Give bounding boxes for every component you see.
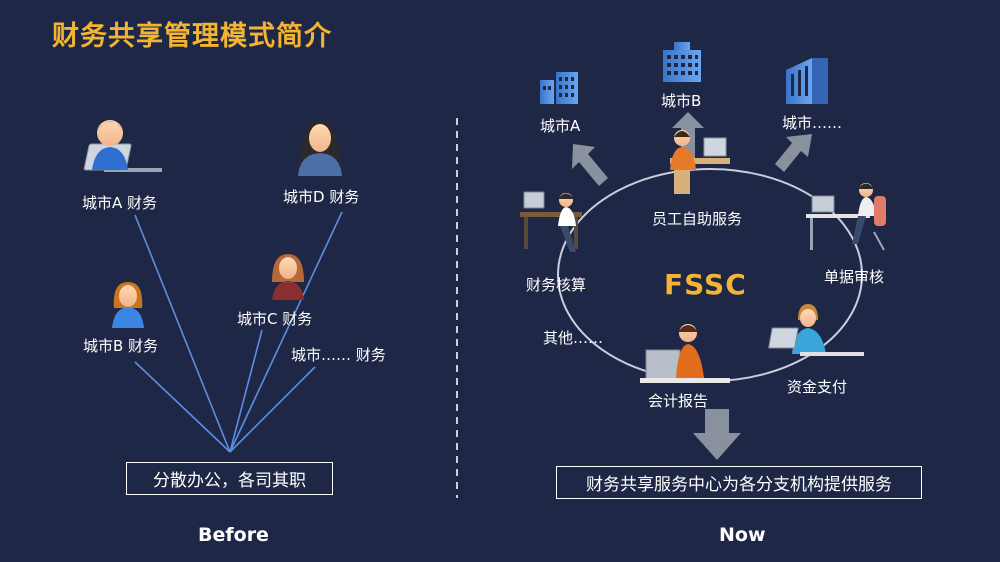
now-city-etc-label: 城市…… <box>782 114 843 132</box>
line-city-c <box>229 329 263 453</box>
down-arrow <box>693 409 741 460</box>
before-node-city-a: 城市A 财务 <box>82 194 158 212</box>
building-icon-city-etc <box>786 58 828 104</box>
person-icon-review <box>806 183 886 251</box>
before-node-city-d: 城市D 财务 <box>283 188 360 206</box>
person-icon-city-b <box>112 282 144 328</box>
person-icon-self-service <box>670 130 730 194</box>
line-city-b <box>134 361 231 453</box>
person-icon-city-c <box>272 254 304 300</box>
person-icon-accounting <box>520 191 582 252</box>
fssc-center-label: FSSC <box>664 268 747 301</box>
building-icon-city-a <box>540 72 578 104</box>
ring-item-payment: 资金支付 <box>787 378 848 396</box>
now-city-a-label: 城市A <box>540 117 581 135</box>
person-icon-city-d <box>298 120 342 176</box>
before-node-city-b: 城市B 财务 <box>83 337 159 355</box>
arrow-to-city-a <box>572 144 608 186</box>
ring-item-accounting: 财务核算 <box>526 276 587 294</box>
now-summary-box: 财务共享服务中心为各分支机构提供服务 <box>556 466 922 499</box>
ring-item-self-service: 员工自助服务 <box>652 210 743 228</box>
page-title: 财务共享管理模式简介 <box>52 21 332 52</box>
ring-item-other: 其他…… <box>543 329 604 347</box>
before-summary-box: 分散办公，各司其职 <box>126 462 333 495</box>
before-connection-lines <box>134 211 343 453</box>
ring-item-report: 会计报告 <box>648 392 709 410</box>
building-icon-city-b <box>663 42 701 82</box>
person-icon-report <box>640 324 730 383</box>
person-icon-payment <box>768 304 864 356</box>
now-city-b-label: 城市B <box>661 92 702 110</box>
before-node-city-c: 城市C 财务 <box>237 310 313 328</box>
line-city-d <box>229 211 343 453</box>
line-city-etc <box>229 366 316 453</box>
before-caption: Before <box>198 524 269 546</box>
now-caption: Now <box>719 524 766 546</box>
arrow-to-city-etc <box>775 134 812 172</box>
line-city-a <box>134 214 231 453</box>
before-node-city-etc: 城市…… 财务 <box>291 346 386 364</box>
ring-item-review: 单据审核 <box>824 268 885 286</box>
person-icon-city-a <box>83 120 162 172</box>
